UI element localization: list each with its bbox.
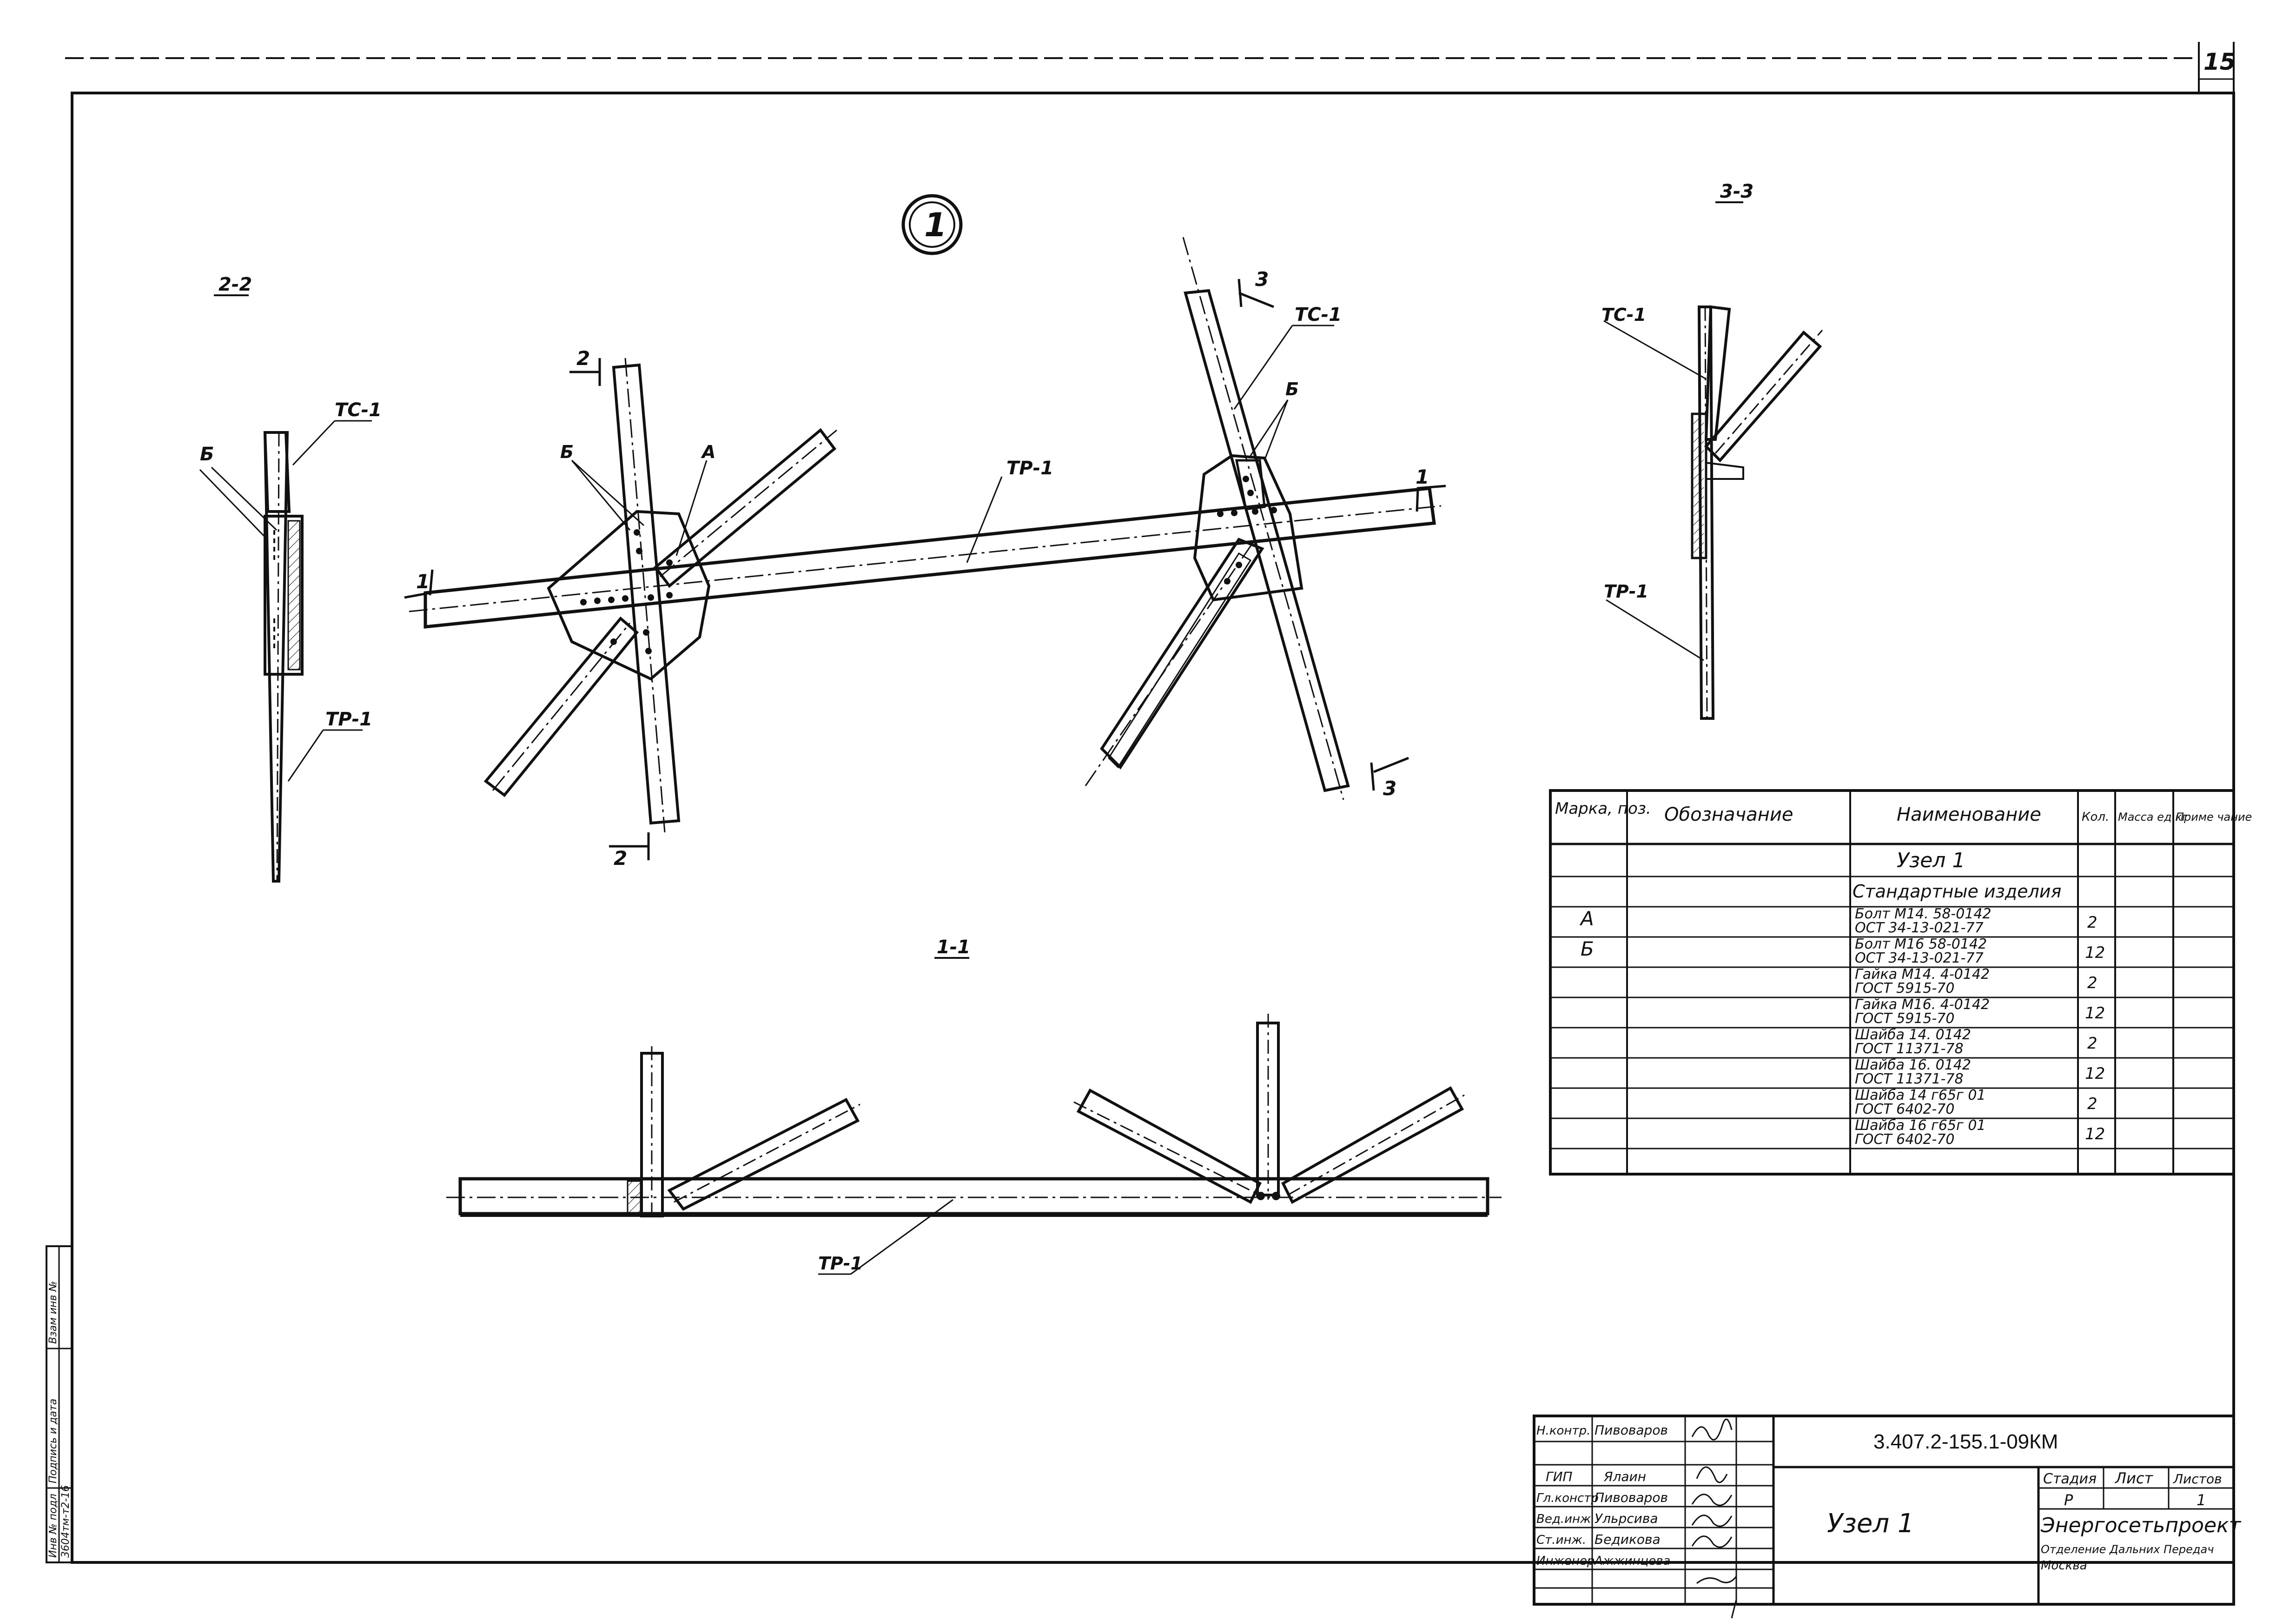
spec-row-name2: ГОСТ 5915-70 <box>1855 1010 1954 1027</box>
tb-name-5: Бедикова <box>1595 1532 1661 1547</box>
spec-row-qty: 2 <box>2087 913 2097 932</box>
view-2-2-title: 2-2 <box>218 274 252 295</box>
spec-row-mark: Б <box>1581 937 1594 960</box>
spec-header-qty: Кол. <box>2082 810 2109 824</box>
tb-role-3: Гл.констр <box>1536 1491 1599 1505</box>
view-2-2-tc-label: ТС-1 <box>335 399 382 421</box>
plan-sec1-left: 1 <box>416 570 430 593</box>
tb-role-6: Инженер <box>1536 1554 1595 1568</box>
side-stamp-c3: Взам инв № <box>47 1281 59 1344</box>
spec-row-mark: А <box>1579 907 1594 930</box>
spec-row-qty: 12 <box>2085 943 2105 962</box>
tb-sheets-header: Листов <box>2173 1471 2222 1487</box>
view-3-3 <box>1603 201 1823 720</box>
tb-name-4: Ульрсива <box>1595 1511 1658 1526</box>
tb-org-dept: Отделение Дальних Передач <box>2041 1543 2214 1556</box>
spec-row-name2: ОСТ 34-13-021-77 <box>1855 920 1984 936</box>
tb-name-0: Пивоваров <box>1595 1422 1668 1438</box>
plan-tp-label: ТР-1 <box>1006 458 1053 479</box>
plan-sec2-bot: 2 <box>614 847 627 870</box>
spec-header-mass: Масса ед кг <box>2118 810 2188 824</box>
view-3-3-title: 3-3 <box>1720 181 1753 202</box>
view-2-2 <box>199 294 372 883</box>
title-block <box>1533 1415 2235 1606</box>
tb-stage-header: Стадия <box>2043 1471 2097 1487</box>
spec-row-name2: ГОСТ 11371-78 <box>1855 1041 1964 1057</box>
tb-role-2: ГИП <box>1546 1469 1573 1484</box>
tb-doc-code: 3.407.2-155.1-09КМ <box>1873 1430 2058 1453</box>
tb-name-6: Ажжинцева <box>1594 1554 1670 1568</box>
tb-name-2: Ялаин <box>1603 1469 1646 1484</box>
sheet-frame <box>65 42 2235 1564</box>
view-1-1-title: 1-1 <box>937 937 970 958</box>
spec-row-name2: ГОСТ 5915-70 <box>1855 980 1954 997</box>
node-marker-label: 1 <box>924 206 947 244</box>
spec-row-name1: Болт М14. 58-0142 <box>1855 906 1992 922</box>
view-2-2-b-label: Б <box>200 444 214 465</box>
spec-row-name1: Шайба 16 г65г 01 <box>1855 1117 1986 1134</box>
spec-row-qty: 2 <box>2087 1034 2097 1053</box>
view-1-1-tp-label: ТР-1 <box>818 1253 863 1274</box>
side-stamp-c2: Подпись и дата <box>47 1399 59 1483</box>
side-stamp-number: 3604тм-т2-16 <box>60 1485 72 1558</box>
spec-row-qty: 2 <box>2087 1095 2097 1113</box>
tb-role-0: Н.контр. <box>1536 1424 1590 1438</box>
tb-stage: Р <box>2064 1491 2073 1509</box>
spec-group-title: Стандартные изделия <box>1853 881 2061 902</box>
spec-row-name2: ОСТ 34-13-021-77 <box>1855 950 1984 966</box>
spec-row-qty: 12 <box>2085 1064 2105 1083</box>
tb-role-4: Вед.инж <box>1536 1512 1591 1526</box>
spec-header-mark: Марка, поз. <box>1555 799 1651 818</box>
spec-row-name2: ГОСТ 6402-70 <box>1855 1131 1954 1148</box>
tb-title: Узел 1 <box>1827 1508 1914 1539</box>
plan-sec3-top: 3 <box>1255 268 1269 291</box>
tb-org-name: Энергосетьпроект <box>2040 1514 2242 1537</box>
spec-row-name1: Шайба 16. 0142 <box>1855 1057 1971 1073</box>
spec-row-name2: ГОСТ 11371-78 <box>1855 1071 1964 1087</box>
spec-rows: А Болт М14. 58-0142 ОСТ 34-13-021-77 2 Б… <box>1579 906 2105 1148</box>
tb-org-city: Москва <box>2041 1559 2087 1573</box>
tb-sheets: 1 <box>2197 1491 2206 1509</box>
spec-row-name1: Гайка М14. 4-0142 <box>1855 966 1990 983</box>
spec-row-name1: Болт М16 58-0142 <box>1855 936 1987 952</box>
spec-row-name2: ГОСТ 6402-70 <box>1855 1101 1954 1117</box>
node-marker <box>901 194 963 255</box>
side-stamp-c1: Инв № подл <box>47 1494 59 1558</box>
plan-sec1-right: 1 <box>1416 465 1429 488</box>
spec-row-name1: Гайка М16. 4-0142 <box>1855 997 1990 1013</box>
plan-sec3-bot: 3 <box>1383 777 1396 800</box>
title-block-signatures <box>1691 1418 1737 1619</box>
plan-b-right-label: Б <box>1285 379 1299 399</box>
spec-row-name1: Шайба 14 г65г 01 <box>1855 1087 1986 1103</box>
view-plan <box>404 237 1446 860</box>
tb-sheet-header: Лист <box>2115 1469 2153 1487</box>
plan-tc-label: ТС-1 <box>1295 304 1342 326</box>
spec-row-qty: 12 <box>2085 1125 2105 1143</box>
plan-a-left-label: А <box>701 442 715 462</box>
view-1-1 <box>446 957 1502 1275</box>
tb-name-3: Пивоваров <box>1595 1490 1668 1505</box>
spec-header-name: Наименование <box>1897 804 2041 825</box>
spec-header-designation: Обозначание <box>1664 804 1793 825</box>
view-3-3-tp-label: ТР-1 <box>1604 581 1648 602</box>
spec-row-name1: Шайба 14. 0142 <box>1855 1027 1971 1043</box>
spec-table <box>1549 789 2235 1176</box>
spec-row-qty: 12 <box>2085 1004 2105 1023</box>
view-2-2-tp-label: ТР-1 <box>325 709 372 730</box>
tb-role-5: Ст.инж. <box>1536 1533 1586 1547</box>
spec-node-title: Узел 1 <box>1897 849 1965 872</box>
view-3-3-tc-label: ТС-1 <box>1601 305 1646 325</box>
plan-b-left-label: Б <box>560 442 574 462</box>
spec-header-note: Приме чание <box>2176 810 2252 824</box>
spec-row-qty: 2 <box>2087 974 2097 992</box>
side-stamp <box>46 1245 73 1563</box>
sheet-number: 15 <box>2203 48 2236 75</box>
plan-sec2-top: 2 <box>576 347 590 370</box>
